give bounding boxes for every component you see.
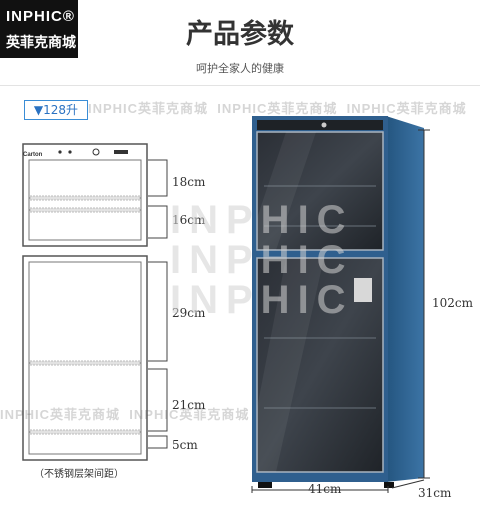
width-dimension <box>251 479 425 493</box>
dim-depth: 31cm <box>418 486 452 500</box>
inner-racks <box>264 185 376 409</box>
upper-cabinet-outline <box>22 143 148 247</box>
control-panel <box>257 120 383 130</box>
watermark-big-1: INPHIC <box>170 198 354 242</box>
page-subtitle: 呵护全家人的健康 <box>196 62 284 75</box>
dim-width: 41cm <box>308 482 342 496</box>
indicator-dot <box>58 150 62 154</box>
dim-height: 102cm <box>432 296 474 310</box>
height-dimension <box>418 129 430 479</box>
cabinet-illustration <box>251 116 430 493</box>
shelf-2 <box>29 207 141 213</box>
indicator-dot <box>68 150 72 154</box>
shelf-diagram <box>22 143 168 461</box>
lower-cabinet-outline <box>22 255 148 461</box>
control-knob-icon <box>321 122 327 128</box>
watermark-row-top: INPHIC英菲克商城 INPHIC英菲克商城 INPHIC英菲克商城 <box>88 101 467 116</box>
lower-door-outline <box>28 261 142 455</box>
dimension-lines <box>148 159 168 449</box>
brand-logo: INPHIC® 英菲克商城 <box>0 0 78 58</box>
cabinet-side-panel <box>386 116 424 482</box>
shelf-1 <box>29 195 141 201</box>
capacity-badge: ▼128升 <box>24 100 88 120</box>
page-title: 产品参数 <box>186 19 294 50</box>
upper-glass-door <box>256 131 384 251</box>
header-divider <box>0 85 480 86</box>
dim-shelf-2: 16cm <box>172 213 206 227</box>
watermark-big-2: INPHIC <box>170 238 354 282</box>
brand-name: INPHIC® <box>6 8 75 25</box>
display-icon <box>114 150 128 154</box>
upper-door-outline <box>28 159 142 241</box>
watermark-big-3: INPHIC <box>170 278 354 322</box>
cabinet-foot <box>258 482 272 488</box>
shelf-4 <box>29 429 141 435</box>
brand-sub: 英菲克商城 <box>6 35 76 51</box>
power-knob-icon <box>92 148 100 156</box>
panel-label: Carton <box>23 152 43 158</box>
dim-shelf-5: 5cm <box>172 438 198 452</box>
shelf-3 <box>29 360 141 366</box>
dim-shelf-3: 29cm <box>172 306 206 320</box>
cabinet-foot <box>384 482 394 488</box>
dim-shelf-1: 18cm <box>172 175 206 189</box>
shelf-spacing-note: （不锈钢层架间距） <box>34 469 124 480</box>
dim-shelf-4: 21cm <box>172 398 206 412</box>
product-label <box>354 278 372 302</box>
